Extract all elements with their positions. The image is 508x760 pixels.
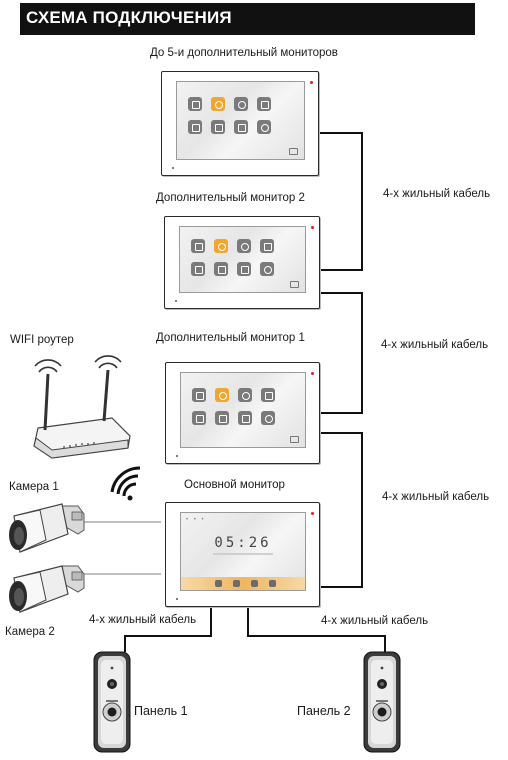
intercom-app-icon [188, 97, 202, 111]
home-app-icon [215, 388, 229, 402]
dock-icon-2 [233, 580, 240, 587]
extra-monitors-device [161, 71, 319, 176]
wifi-signal-icon [110, 466, 141, 501]
diagram-title: СХЕМА ПОДКЛЮЧЕНИЯ [26, 8, 232, 27]
cable-line-lower [318, 432, 363, 588]
house-app-icon [215, 411, 229, 425]
status-led-icon [310, 81, 313, 84]
gallery-app-icon [188, 120, 202, 134]
cable-label-panel1: 4-х жильный кабель [89, 614, 197, 626]
router-icon [33, 355, 131, 459]
router-label: WIFI роутер [10, 334, 74, 346]
date-line [213, 553, 273, 555]
monitor1-label: Дополнительный монитор 1 [156, 332, 305, 344]
message-icon [290, 436, 299, 443]
mic-dot-icon [176, 598, 178, 600]
cable-label-top: 4-х жильный кабель [383, 188, 491, 200]
home-app-icon [211, 97, 225, 111]
dock-icon-1 [215, 580, 222, 587]
cable-label-middle: 4-х жильный кабель [381, 339, 489, 351]
camera1-label: Камера 1 [9, 481, 59, 493]
camera-app-icon [234, 97, 248, 111]
cable-line-middle [318, 292, 363, 414]
status-led-icon [311, 226, 314, 229]
header-bar: СХЕМА ПОДКЛЮЧЕНИЯ [20, 3, 475, 35]
video-app-icon [260, 239, 274, 253]
extra-monitors-label: До 5-и дополнительный мониторов [150, 47, 338, 59]
house-app-icon [214, 262, 228, 276]
monitor-screen [179, 226, 306, 293]
message-icon [289, 148, 298, 155]
mic-dot-icon [176, 455, 178, 457]
main-monitor-label: Основной монитор [184, 479, 285, 491]
door-panel1-icon [93, 651, 131, 753]
record-app-icon [237, 262, 251, 276]
cable-label-lower: 4-х жильный кабель [382, 491, 490, 503]
power-app-icon [257, 120, 271, 134]
camera-app-icon [237, 239, 251, 253]
power-app-icon [261, 411, 275, 425]
monitor-screen [180, 372, 306, 448]
record-app-icon [234, 120, 248, 134]
monitor1-device [165, 362, 320, 464]
mic-dot-icon [175, 300, 177, 302]
intercom-app-icon [191, 239, 205, 253]
status-led-icon [311, 512, 314, 515]
power-app-icon [260, 262, 274, 276]
panel1-label: Панель 1 [134, 704, 188, 718]
main-monitor-device: • • • 05:26 [165, 502, 320, 607]
camera-app-icon [238, 388, 252, 402]
main-monitor-screen: • • • 05:26 [180, 512, 306, 591]
gallery-app-icon [191, 262, 205, 276]
cable-line-panel1 [124, 607, 212, 652]
cable-line-panel2 [247, 607, 386, 652]
camera1-icon [9, 503, 85, 553]
panel2-label: Панель 2 [297, 704, 351, 718]
monitor2-label: Дополнительный монитор 2 [156, 192, 305, 204]
dock-bar [181, 577, 305, 590]
monitor-screen [176, 81, 305, 160]
video-app-icon [261, 388, 275, 402]
status-dots-icon: • • • [186, 517, 206, 523]
monitor2-device [164, 216, 320, 309]
clock-display: 05:26 [214, 535, 272, 551]
dock-icon-3 [251, 580, 258, 587]
message-icon [290, 281, 299, 288]
record-app-icon [238, 411, 252, 425]
camera2-icon [9, 565, 85, 613]
cable-line-top [318, 132, 363, 271]
house-app-icon [211, 120, 225, 134]
home-app-icon [214, 239, 228, 253]
dock-icon-4 [269, 580, 276, 587]
mic-dot-icon [172, 167, 174, 169]
camera2-label: Камера 2 [5, 626, 55, 638]
cable-label-panel2: 4-х жильный кабель [321, 615, 429, 627]
video-app-icon [257, 97, 271, 111]
status-led-icon [311, 372, 314, 375]
gallery-app-icon [192, 411, 206, 425]
intercom-app-icon [192, 388, 206, 402]
door-panel2-icon [363, 651, 401, 753]
